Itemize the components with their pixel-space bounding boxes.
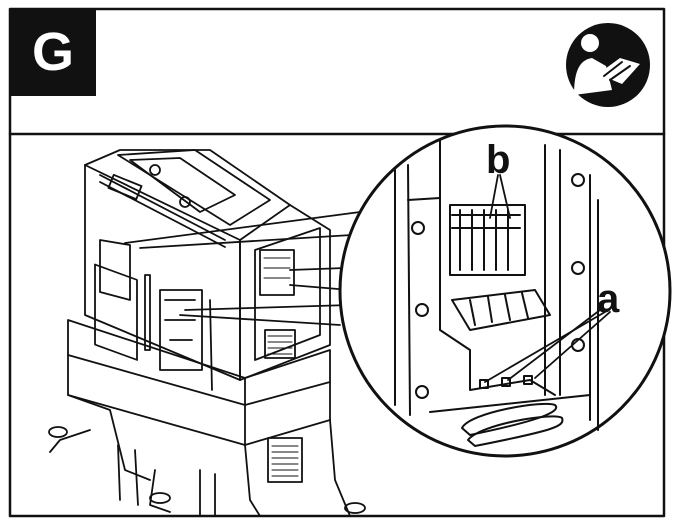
callout-label-b: b xyxy=(486,138,511,182)
generator-base xyxy=(48,319,366,517)
zoom-detail xyxy=(338,124,672,458)
callout-label-a: a xyxy=(597,277,620,321)
step-letter-badge: G xyxy=(10,9,96,96)
read-manual-icon xyxy=(566,23,650,107)
callout-leaders xyxy=(484,174,611,383)
generator-housing xyxy=(84,149,331,391)
